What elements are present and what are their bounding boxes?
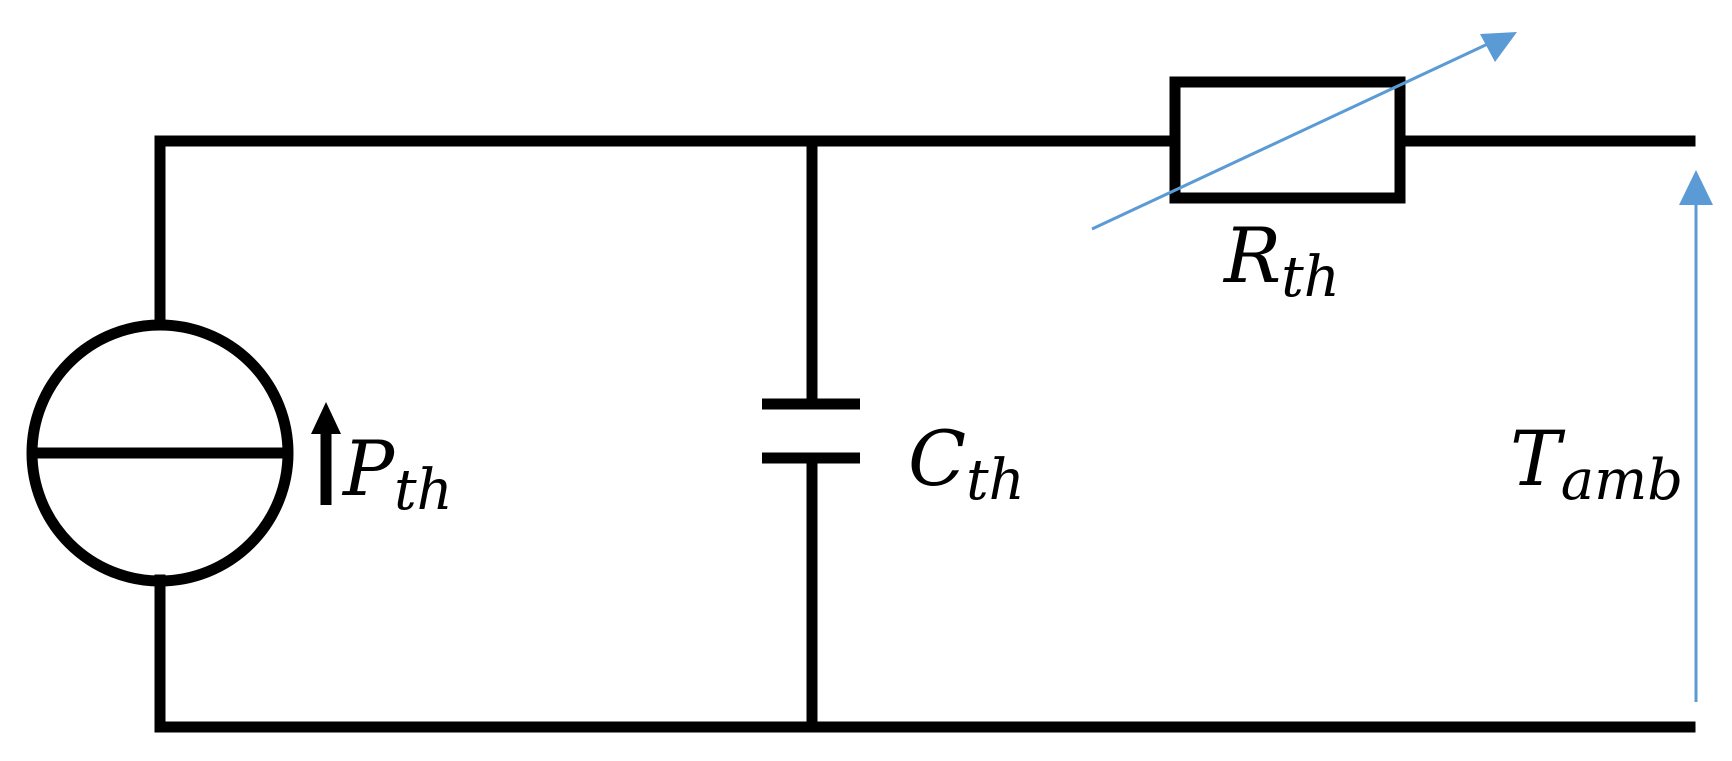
- wires: [154, 135, 1696, 733]
- power-arrow: [311, 402, 341, 505]
- variable-arrow: [1091, 32, 1517, 231]
- capacitor-label: Cth: [908, 414, 1025, 513]
- ambient-label: Tamb: [1510, 414, 1683, 513]
- power-label: Pth: [341, 424, 453, 523]
- resistor-label: Rth: [1222, 211, 1340, 310]
- current-source-circle: [26, 319, 294, 587]
- current-source: [26, 319, 294, 587]
- capacitor: [762, 398, 860, 464]
- ambient-arrow: [1679, 170, 1713, 702]
